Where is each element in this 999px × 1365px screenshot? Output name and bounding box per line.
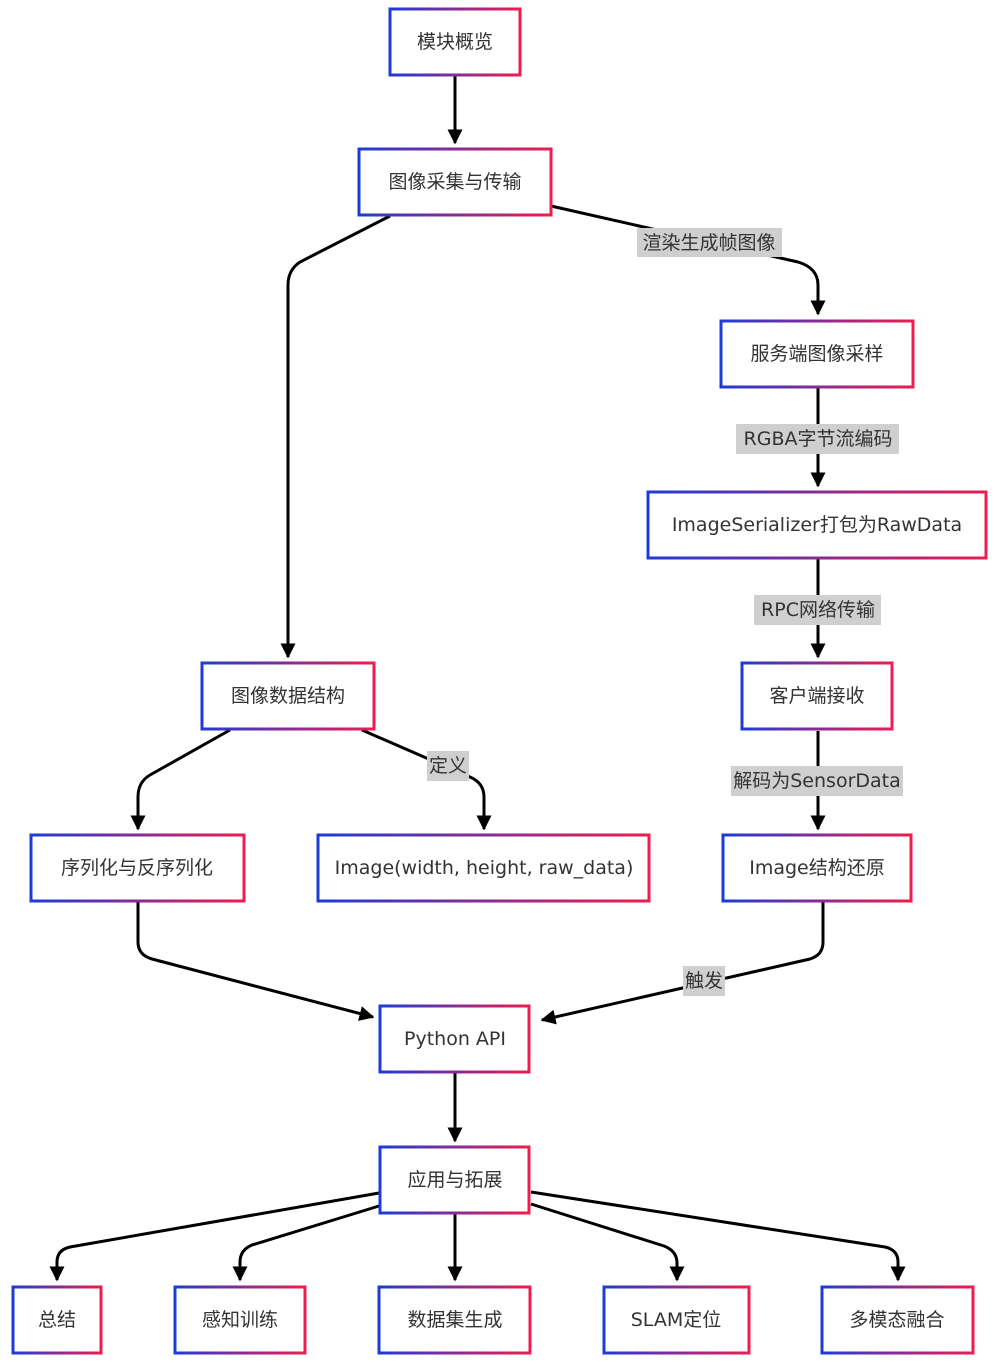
edge-capture-server xyxy=(550,204,826,316)
label-decode: 解码为SensorData xyxy=(733,770,901,792)
node-slam-label: SLAM定位 xyxy=(631,1309,721,1331)
edge-labels: 渲染生成帧图像 RGBA字节流编码 RPC网络传输 解码为SensorData … xyxy=(427,228,903,996)
node-capture: 图像采集与传输 xyxy=(357,147,553,217)
node-server-sampling-label: 服务端图像采样 xyxy=(750,343,883,365)
node-restore: Image结构还原 xyxy=(721,833,913,903)
label-define: 定义 xyxy=(429,755,467,777)
edges xyxy=(49,76,906,1282)
node-overview-label: 模块概览 xyxy=(417,31,493,53)
edge-apps-perception xyxy=(232,1204,380,1282)
node-summary: 总结 xyxy=(11,1285,103,1355)
node-image-def-label: Image(width, height, raw_data) xyxy=(335,857,634,879)
node-perception: 感知训练 xyxy=(173,1285,307,1355)
label-trigger: 触发 xyxy=(685,970,723,992)
node-server-sampling: 服务端图像采样 xyxy=(719,319,915,389)
label-decode-bg xyxy=(731,766,903,796)
edge-datastruct-serialize xyxy=(130,728,231,831)
node-apps: 应用与拓展 xyxy=(378,1145,531,1215)
edge-restore-api xyxy=(540,902,825,1025)
edge-apps-summary xyxy=(49,1191,380,1282)
node-fusion-label: 多模态融合 xyxy=(849,1309,944,1331)
edge-apps-slam xyxy=(530,1202,685,1282)
node-serialize: 序列化与反序列化 xyxy=(29,833,246,903)
label-rpc: RPC网络传输 xyxy=(761,599,875,621)
node-serializer: ImageSerializer打包为RawData xyxy=(646,490,988,560)
node-summary-label: 总结 xyxy=(38,1309,76,1331)
node-client-receive-label: 客户端接收 xyxy=(769,685,864,707)
edge-capture-datastruct xyxy=(280,214,391,659)
node-data-gen: 数据集生成 xyxy=(377,1285,532,1355)
node-slam: SLAM定位 xyxy=(602,1285,751,1355)
node-python-api: Python API xyxy=(378,1004,531,1074)
label-rgba: RGBA字节流编码 xyxy=(744,428,893,450)
node-client-receive: 客户端接收 xyxy=(740,661,894,731)
node-capture-label: 图像采集与传输 xyxy=(388,171,521,193)
node-python-api-label: Python API xyxy=(404,1028,506,1050)
node-overview: 模块概览 xyxy=(388,7,522,77)
edge-apps-fusion xyxy=(530,1190,906,1282)
label-render-bg xyxy=(637,228,782,257)
label-define-bg xyxy=(427,751,469,781)
node-data-struct-label: 图像数据结构 xyxy=(231,685,345,707)
node-serializer-label: ImageSerializer打包为RawData xyxy=(672,514,962,536)
node-serialize-label: 序列化与反序列化 xyxy=(61,857,213,879)
node-apps-label: 应用与拓展 xyxy=(407,1169,502,1191)
node-data-struct: 图像数据结构 xyxy=(200,661,376,731)
node-fusion: 多模态融合 xyxy=(820,1285,975,1355)
node-perception-label: 感知训练 xyxy=(202,1309,278,1331)
label-rpc-bg xyxy=(754,595,881,625)
nodes: 模块概览 图像采集与传输 服务端图像采样 ImageSerializer打包为R… xyxy=(11,7,988,1355)
node-image-def: Image(width, height, raw_data) xyxy=(316,833,651,903)
node-restore-label: Image结构还原 xyxy=(749,857,885,879)
edge-datastruct-image xyxy=(361,728,492,831)
label-rgba-bg xyxy=(736,424,899,454)
node-data-gen-label: 数据集生成 xyxy=(407,1309,502,1331)
label-trigger-bg xyxy=(683,966,725,996)
label-render: 渲染生成帧图像 xyxy=(642,232,775,254)
edge-serialize-api xyxy=(136,902,375,1021)
